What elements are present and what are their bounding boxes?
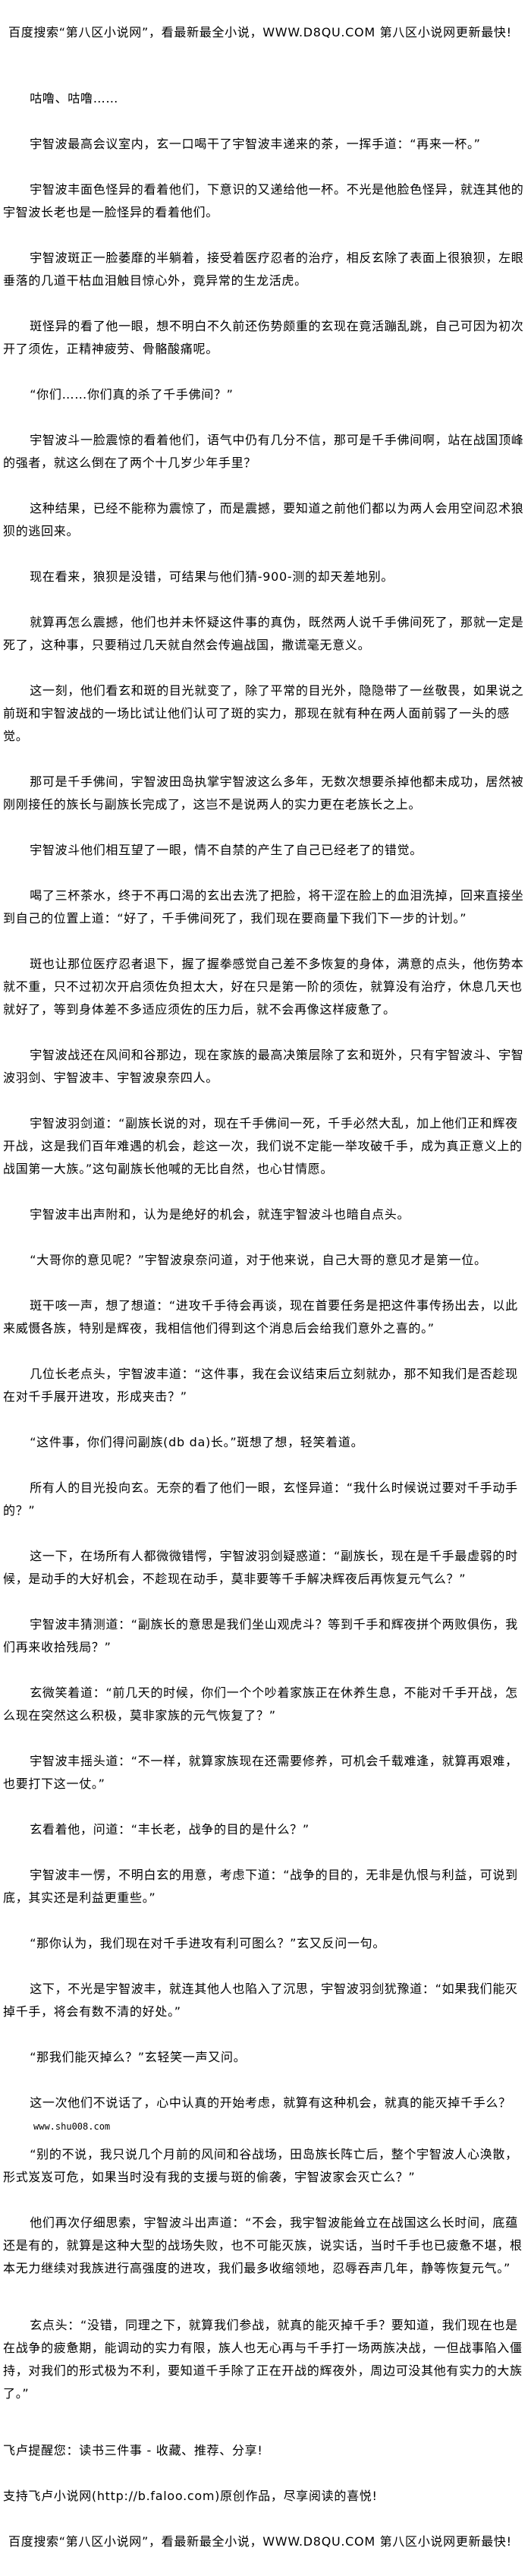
- paragraph: 宇智波丰面色怪异的看着他们，下意识的又递给他一杯。不光是他脸色怪异，就连其他的宇…: [3, 182, 524, 219]
- paragraph: 这下，不光是宇智波丰，就连其他人也陷入了沉思，宇智波羽剑犹豫道：“如果我们能灭掉…: [3, 1982, 518, 2019]
- paragraph: 宇智波丰摇头道：“不一样，就算家族现在还需要修养，可机会千载难逢，就算再艰难，也…: [3, 1754, 518, 1791]
- paragraph: “那你认为，我们现在对千手进攻有利可图么？”玄又反问一句。: [30, 1936, 386, 1950]
- paragraph: 宇智波最高会议室内，玄一口喝干了宇智波丰递来的茶，一挥手道：“再来一杯。”: [30, 137, 481, 151]
- paragraph: 宇智波羽剑道：“副族长说的对，现在千手佛间一死，千手必然大乱，加上他们正和辉夜开…: [3, 1116, 523, 1176]
- inline-site-mark: www.shu008.com: [33, 2121, 111, 2132]
- paragraph: “大哥你的意见呢？”宇智波泉奈问道，对于他来说，自己大哥的意见才是第一位。: [30, 1253, 487, 1267]
- footer-banner: 百度搜索“第八区小说网”，看最新最全小说，WWW.D8QU.COM 第八区小说网…: [8, 2534, 512, 2549]
- paragraph: 他们再次仔细思索，宇智波斗出声道：“不会，我宇智波能耸立在战国这么长时间，底蕴还…: [3, 2215, 523, 2275]
- paragraph: 斑怪异的看了他一眼，想不明白不久前还伤势颇重的玄现在竟活蹦乱跳，自己可因为初次开…: [3, 319, 524, 356]
- paragraph: “那我们能灭掉么？”玄轻笑一声又问。: [30, 2050, 247, 2064]
- paragraph: 斑也让那位医疗忍者退下，握了握拳感觉自己差不多恢复的身体，满意的点头，他伤势本就…: [3, 957, 524, 1017]
- paragraph: “别的不说，我只说几个月前的风间和谷战场，田岛族长阵亡后，整个宇智波人心涣散，形…: [3, 2147, 518, 2184]
- paragraph: 这一次他们不说话了，心中认真的开始考虑，就算有这种机会，就真的能灭掉千手么？: [30, 2095, 511, 2110]
- paragraph: 这种结果，已经不能称为震惊了，而是震撼，要知道之前他们都以为两人会用空间忍术狼狈…: [3, 501, 524, 538]
- header-banner: 百度搜索“第八区小说网”，看最新最全小说，WWW.D8QU.COM 第八区小说网…: [8, 25, 512, 39]
- paragraph: 喝了三杯茶水，终于不再口渴的玄出去洗了把脸，将干涩在脸上的血泪洗掉，回来直接坐到…: [3, 888, 524, 925]
- paragraph: “这件事，你们得问副族(db da)长。”斑想了想，轻笑着道。: [30, 1435, 364, 1449]
- paragraph: 就算再怎么震撼，他们也并未怀疑这件事的真伪，既然两人说千手佛间死了，那就一定是死…: [3, 615, 524, 652]
- page-footer: 飞卢提醒您：读书三件事 - 收藏、推荐、分享! 支持飞卢小说网(http://b…: [3, 2439, 526, 2553]
- paragraph: 玄点头：“没错，同理之下，就算我们参战，就真的能灭掉千手？要知道，我们现在也是在…: [3, 2318, 523, 2401]
- paragraph: 所有人的目光投向玄。无奈的看了他们一眼，玄怪异道：“我什么时候说过要对千手动手的…: [3, 1480, 518, 1518]
- paragraph: 宇智波斑正一脸萎靡的半躺着，接受着医疗忍者的治疗，相反玄除了表面上很狼狈，左眼垂…: [3, 251, 524, 288]
- paragraph: 那可是千手佛间，宇智波田岛执掌宇智波这么多年，无数次想要杀掉他都未成功，居然被刚…: [3, 774, 524, 812]
- paragraph: 玄微笑着道：“前几天的时候，你们一个个吵着家族正在休养生息，不能对千手开战，怎么…: [3, 1685, 518, 1723]
- paragraph: 几位长老点头，宇智波丰道：“这件事，我在会议结束后立刻就办，那不知我们是否趁现在…: [3, 1367, 518, 1404]
- footer-reminder: 飞卢提醒您：读书三件事 - 收藏、推荐、分享!: [3, 2443, 263, 2458]
- footer-support-link[interactable]: 支持飞卢小说网(http://b.faloo.com)原创作品，尽享阅读的喜悦!: [3, 2489, 378, 2503]
- paragraph: 玄看着他，问道：“丰长老，战争的目的是什么？”: [30, 1822, 309, 1837]
- paragraph: 宇智波斗一脸震惊的看着他们，语气中仍有几分不信，那可是千手佛间啊，站在战国顶峰的…: [3, 433, 524, 470]
- paragraph: 宇智波战还在风间和谷那边，现在家族的最高决策层除了玄和斑外，只有宇智波斗、宇智波…: [3, 1048, 524, 1085]
- paragraph: 这一下，在场所有人都微微错愕，宇智波羽剑疑惑道：“副族长，现在是千手最虚弱的时候…: [3, 1549, 518, 1586]
- paragraph: 斑干咳一声，想了想道：“进攻千手待会再谈，现在首要任务是把这件事传扬出去，以此来…: [3, 1298, 518, 1335]
- paragraph: 现在看来，狼狈是没错，可结果与他们猜-900-测的却天差地别。: [30, 569, 394, 584]
- paragraph: 宇智波丰猜测道：“副族长的意思是我们坐山观虎斗？等到千手和辉夜拼个两败俱伤，我们…: [3, 1617, 518, 1654]
- paragraph: 这一刻，他们看玄和斑的目光就变了，除了平常的目光外，隐隐带了一丝敬畏，如果说之前…: [3, 683, 524, 743]
- paragraph: 宇智波斗他们相互望了一眼，情不自禁的产生了自己已经老了的错觉。: [30, 843, 423, 857]
- paragraph: “你们……你们真的杀了千手佛间？”: [30, 387, 234, 402]
- paragraph: 宇智波丰出声附和，认为是绝好的机会，就连宇智波斗也暗自点头。: [30, 1207, 410, 1222]
- chapter-body: 咕噜、咕噜…… 宇智波最高会议室内，玄一口喝干了宇智波丰递来的茶，一挥手道：“再…: [3, 87, 526, 2405]
- paragraph: 咕噜、咕噜……: [30, 91, 119, 106]
- chapter-page: 百度搜索“第八区小说网”，看最新最全小说，WWW.D8QU.COM 第八区小说网…: [3, 21, 526, 2576]
- paragraph: 宇智波丰一愣，不明白玄的用意，考虑下道：“战争的目的，无非是仇恨与利益，可说到底…: [3, 1868, 518, 1905]
